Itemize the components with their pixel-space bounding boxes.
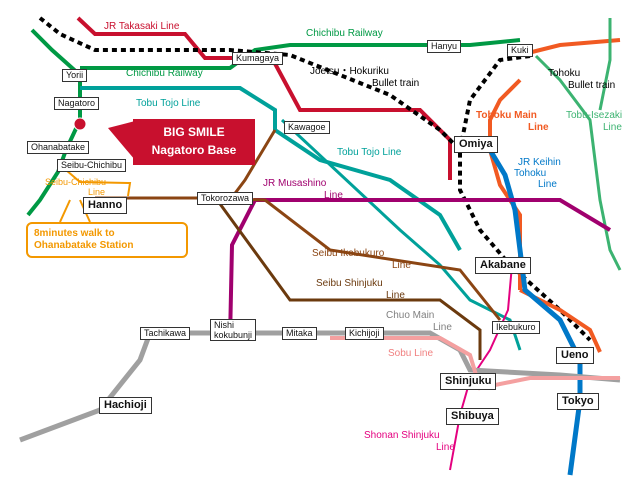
walk-note: 8minutes walk to Ohanabatake Station (26, 222, 188, 258)
label-jr-keihin-1: JR Keihin (518, 157, 561, 168)
label-jr-keihin-2: Tohoku (514, 168, 547, 179)
station-ikebukuro[interactable]: Ikebukuro (492, 321, 540, 334)
label-tohoku-main-2: Line (528, 122, 549, 133)
station-omiya[interactable]: Omiya (454, 136, 498, 153)
station-kawagoe[interactable]: Kawagoe (284, 121, 330, 134)
station-akabane[interactable]: Akabane (475, 257, 531, 274)
label-seibu-chichibu-1: Seibu-Chichibu (45, 177, 107, 187)
station-kichijoji[interactable]: Kichijoji (345, 327, 384, 340)
label-tobu-isezaki-2: Line (603, 122, 622, 133)
tobu-tojo-line (80, 86, 462, 251)
station-hanyu[interactable]: Hanyu (427, 40, 462, 53)
chichibu-railway-upper (80, 38, 521, 70)
station-shinjuku[interactable]: Shinjuku (440, 373, 497, 390)
label-seibu-shinjuku-2: Line (386, 290, 405, 301)
seibu-ikebukuro-line (95, 196, 502, 321)
walk-note-line2: Ohanabatake Station (34, 240, 134, 251)
label-joetsu-2: Bullet train (372, 78, 420, 89)
station-tokyo[interactable]: Tokyo (557, 393, 599, 410)
station-ueno[interactable]: Ueno (556, 347, 594, 364)
seibu-chichibu-line (65, 169, 132, 197)
label-sobu: Sobu Line (388, 348, 434, 359)
label-tobu-tojo-2: Tobu Tojo Line (337, 147, 402, 158)
chichibu-railway-line (26, 28, 82, 217)
callout-title: BIG SMILE (163, 125, 225, 139)
label-tobu-tojo-1: Tobu Tojo Line (136, 98, 201, 109)
station-tachikawa[interactable]: Tachikawa (140, 327, 191, 340)
big-smile-callout: BIG SMILE Nagatoro Base (133, 119, 255, 165)
keihin-tohoku-line (487, 148, 583, 476)
station-mitaka[interactable]: Mitaka (282, 327, 317, 340)
label-jr-keihin-3: Line (538, 179, 557, 190)
label-jr-musashino-2: Line (324, 190, 343, 201)
label-jr-musashino-1: JR Musashino (263, 178, 327, 189)
tobu-isezaki-top (598, 18, 612, 111)
station-tokorozawa[interactable]: Tokorozawa (197, 192, 254, 205)
label-tohoku-main-1: Tohoku Main (476, 110, 537, 121)
label-chuo-main-1: Chuo Main (386, 310, 435, 321)
station-hachioji[interactable]: Hachioji (99, 397, 152, 414)
label-shonan-shinjuku-2: Line (436, 442, 455, 453)
walk-note-line1: 8minutes walk to (34, 228, 115, 239)
label-seibu-chichibu-2: Line (88, 187, 106, 197)
label-tobu-isezaki-1: Tobu-Isezaki (566, 110, 623, 121)
station-shibuya[interactable]: Shibuya (446, 408, 499, 425)
label-tohoku-bullet-2: Bullet train (568, 80, 616, 91)
tohoku-bullet-train (458, 54, 531, 151)
label-chuo-main-2: Line (433, 322, 452, 333)
label-seibu-shinjuku-1: Seibu Shinjuku (316, 278, 383, 289)
label-jr-takasaki: JR Takasaki Line (104, 21, 180, 32)
label-seibu-ikebukuro-1: Seibu Ikebukuro (312, 248, 385, 259)
tobu-isezaki-line (534, 54, 622, 271)
station-ohanabatake[interactable]: Ohanabatake (27, 141, 90, 154)
chuo-main-line (19, 330, 621, 443)
label-chichibu-railway-left: Chichibu Railway (126, 68, 203, 79)
station-kuki[interactable]: Kuki (507, 44, 533, 57)
nagatoro-base-marker (73, 117, 87, 131)
station-kumagaya[interactable]: Kumagaya (232, 52, 284, 65)
callout-pointer (108, 121, 135, 160)
station-yorii[interactable]: Yorii (62, 69, 88, 82)
label-joetsu-1: Joetsu・Hokuriku (310, 66, 389, 77)
station-nagatoro[interactable]: Nagatoro (54, 97, 100, 110)
tohoku-main-upper (519, 38, 621, 57)
label-shonan-shinjuku-1: Shonan Shinjuku (364, 430, 440, 441)
label-tohoku-bullet-1: Tohoku (548, 68, 581, 79)
station-nishi-kokubunji[interactable]: Nishi kokubunji (210, 319, 257, 341)
callout-subtitle: Nagatoro Base (151, 143, 237, 157)
station-hanno[interactable]: Hanno (83, 197, 128, 214)
seibu-shinjuku-line (213, 196, 482, 360)
station-nishi-kokubunji-line2: kokubunji (214, 330, 253, 340)
station-nishi-kokubunji-line1: Nishi (214, 320, 235, 330)
label-chichibu-railway-top: Chichibu Railway (306, 28, 383, 39)
label-seibu-ikebukuro-2: Line (392, 260, 411, 271)
station-seibu-chichibu[interactable]: Seibu-Chichibu (57, 159, 127, 172)
